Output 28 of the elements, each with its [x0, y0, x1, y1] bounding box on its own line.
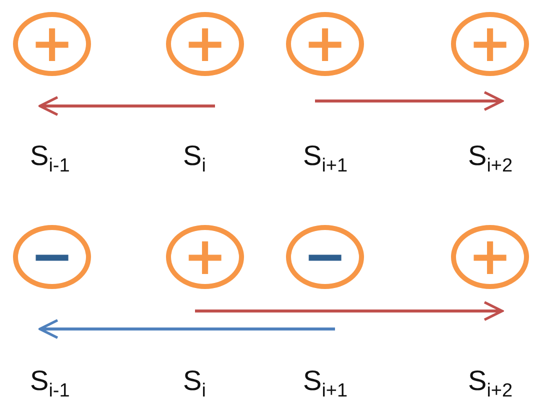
charge-sign: + — [30, 18, 74, 70]
state-label: S$_{i-1}$ — [30, 140, 70, 178]
charge-circle — [166, 12, 244, 76]
charge-circle — [286, 225, 364, 289]
state-label: S$_{i+2}$ — [468, 365, 513, 403]
state-label: S$_{i+1}$ — [303, 365, 348, 403]
charge-circle — [13, 12, 91, 76]
state-label: S$_{i}$ — [183, 140, 206, 178]
charge-circle — [13, 225, 91, 289]
state-label: S$_{i}$ — [183, 365, 206, 403]
state-label: S$_{i+2}$ — [468, 140, 513, 178]
charge-sign: + — [468, 231, 512, 283]
arrow — [195, 300, 504, 322]
arrow — [38, 318, 335, 340]
charge-sign: + — [303, 18, 347, 70]
charge-sign: − — [30, 231, 74, 283]
charge-circle — [451, 225, 529, 289]
arrow — [315, 90, 504, 112]
charge-sign: + — [183, 231, 227, 283]
charge-sign: + — [468, 18, 512, 70]
charge-circle — [166, 225, 244, 289]
charge-circle — [286, 12, 364, 76]
state-label: S$_{i+1}$ — [303, 140, 348, 178]
charge-circle — [451, 12, 529, 76]
state-label: S$_{i-1}$ — [30, 365, 70, 403]
charge-sign: + — [183, 18, 227, 70]
charge-sign: − — [303, 231, 347, 283]
arrow — [38, 96, 215, 116]
